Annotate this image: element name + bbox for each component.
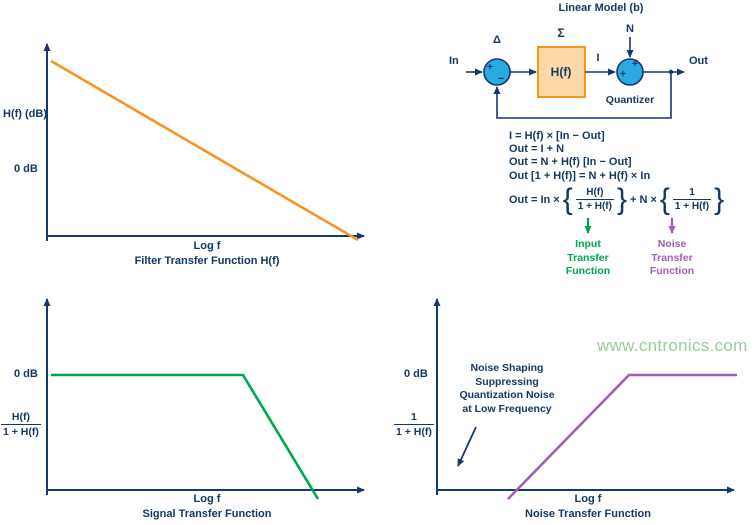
- annotation-arrow: [457, 426, 477, 467]
- signal-x-axis-label: Log f: [193, 493, 221, 505]
- close-brace-2: }: [714, 182, 725, 216]
- sigma-symbol: Σ: [557, 26, 565, 40]
- filter-plot: [43, 43, 365, 242]
- noise-transfer-line-2: Transfer: [651, 251, 693, 264]
- filter-y-axis-label: H(f) (dB): [3, 108, 47, 120]
- equation-3: Out = N + H(f) [In − Out]: [509, 156, 632, 169]
- noise-zero-db-label: 0 dB: [404, 368, 428, 380]
- n-input-label: N: [626, 23, 634, 35]
- close-brace-1: }: [616, 182, 627, 216]
- filter-response-line: [50, 59, 359, 242]
- input-transfer-line-3: Function: [565, 265, 611, 277]
- noise-transfer-function-label: Noise Transfer Function: [650, 238, 694, 279]
- noise-transfer-line-1: Noise: [657, 238, 687, 250]
- watermark: www.cntronics.com: [597, 336, 748, 355]
- annotation-line-4: at Low Frequency: [462, 402, 552, 415]
- signal-plot: [43, 298, 365, 500]
- noise-x-axis-label: Log f: [574, 493, 602, 505]
- annotation-line-3: Quantization Noise: [459, 389, 555, 401]
- equation-5: Out = In × { H(f) 1 + H(f) } + N × { 1 1…: [509, 182, 725, 216]
- delta-minus-sign: −: [497, 73, 505, 85]
- equation-2: Out = I + N: [509, 143, 565, 156]
- signal-fraction-num: H(f): [11, 411, 30, 423]
- equation-1: I = H(f) × [In − Out]: [509, 130, 605, 142]
- hf-block-label: H(f): [550, 65, 572, 79]
- noise-transfer-line-3: Function: [649, 265, 695, 277]
- equation-4: Out [1 + H(f)] = N + H(f) × In: [509, 169, 651, 182]
- in-label: In: [449, 55, 459, 67]
- signal-y-axis-fraction: H(f) 1 + H(f): [1, 411, 41, 438]
- quantizer-plus-top-sign: +: [631, 58, 639, 70]
- input-transfer-line-1: Input: [575, 238, 601, 250]
- i-signal-label: I: [596, 52, 600, 64]
- annotation-line-2: Suppressing: [475, 375, 539, 388]
- noise-plot: [433, 298, 737, 500]
- open-brace-1: {: [562, 182, 573, 216]
- input-transfer-fraction-den: 1 + H(f): [575, 199, 614, 213]
- filter-plot-caption: Filter Transfer Function H(f): [134, 255, 280, 267]
- feedback-path: [493, 72, 672, 119]
- noise-shaping-annotation: Noise Shaping Suppressing Quantization N…: [459, 362, 554, 416]
- input-transfer-fraction: H(f) 1 + H(f): [575, 187, 614, 213]
- noise-transfer-fraction-num: 1: [689, 187, 695, 199]
- noise-transfer-fraction-den: 1 + H(f): [672, 199, 712, 213]
- input-transfer-line-2: Transfer: [567, 251, 609, 264]
- signal-fraction-den: 1 + H(f): [1, 424, 41, 438]
- signal-response-line: [51, 373, 320, 500]
- noise-fraction-num: 1: [411, 411, 417, 423]
- noise-fraction-den: 1 + H(f): [394, 424, 434, 438]
- input-transfer-fraction-num: H(f): [586, 187, 604, 199]
- out-label: Out: [689, 55, 708, 67]
- block-diagram: [466, 37, 685, 119]
- quantizer-label: Quantizer: [605, 94, 655, 106]
- noise-transfer-fraction: 1 1 + H(f): [672, 187, 712, 213]
- equations-block: I = H(f) × [In − Out] Out = I + N Out = …: [509, 130, 724, 214]
- signal-plot-caption: Signal Transfer Function: [142, 508, 272, 520]
- annotation-line-1: Noise Shaping: [470, 362, 544, 374]
- noise-plot-caption: Noise Transfer Function: [525, 508, 651, 520]
- signal-zero-db-label: 0 dB: [14, 368, 38, 380]
- noise-y-axis-fraction: 1 1 + H(f): [394, 411, 434, 438]
- delta-plus-sign: +: [486, 61, 494, 73]
- noise-response-line: [507, 373, 737, 500]
- open-brace-2: {: [659, 182, 670, 216]
- block-diagram-title: Linear Model (b): [558, 2, 644, 14]
- delta-symbol: Δ: [493, 34, 501, 46]
- input-transfer-function-label: Input Transfer Function: [566, 238, 610, 279]
- filter-x-axis-label: Log f: [193, 240, 221, 252]
- quantizer-plus-left-sign: +: [619, 68, 627, 80]
- equation-5-mid: + N ×: [629, 193, 657, 206]
- filter-zero-db-label: 0 dB: [14, 163, 38, 175]
- equation-5-prefix: Out = In ×: [509, 193, 560, 206]
